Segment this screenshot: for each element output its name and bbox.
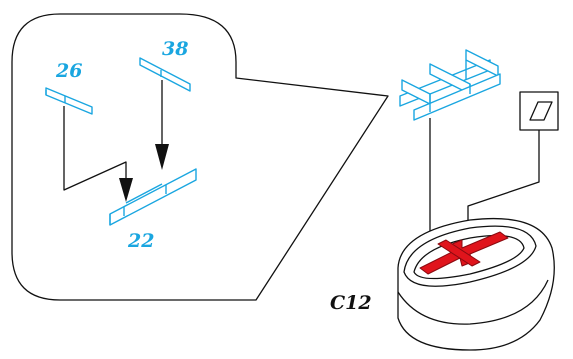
part-26-label: 26	[55, 60, 82, 82]
cross-frame-assembly	[399, 49, 501, 121]
assembly-arrow-38	[155, 80, 169, 170]
part-22-plate	[109, 168, 197, 226]
part-c12-label: C12	[330, 292, 372, 314]
c12-base	[397, 217, 555, 351]
callout-bubble	[11, 13, 389, 301]
reference-leader	[467, 130, 540, 232]
part-22-label: 22	[127, 230, 154, 252]
assembly-arrow-26	[63, 106, 133, 202]
part-38-plate	[139, 57, 191, 92]
part-38-label: 38	[162, 38, 188, 60]
part-26-plate	[45, 87, 93, 115]
parallelogram-icon	[519, 91, 559, 131]
